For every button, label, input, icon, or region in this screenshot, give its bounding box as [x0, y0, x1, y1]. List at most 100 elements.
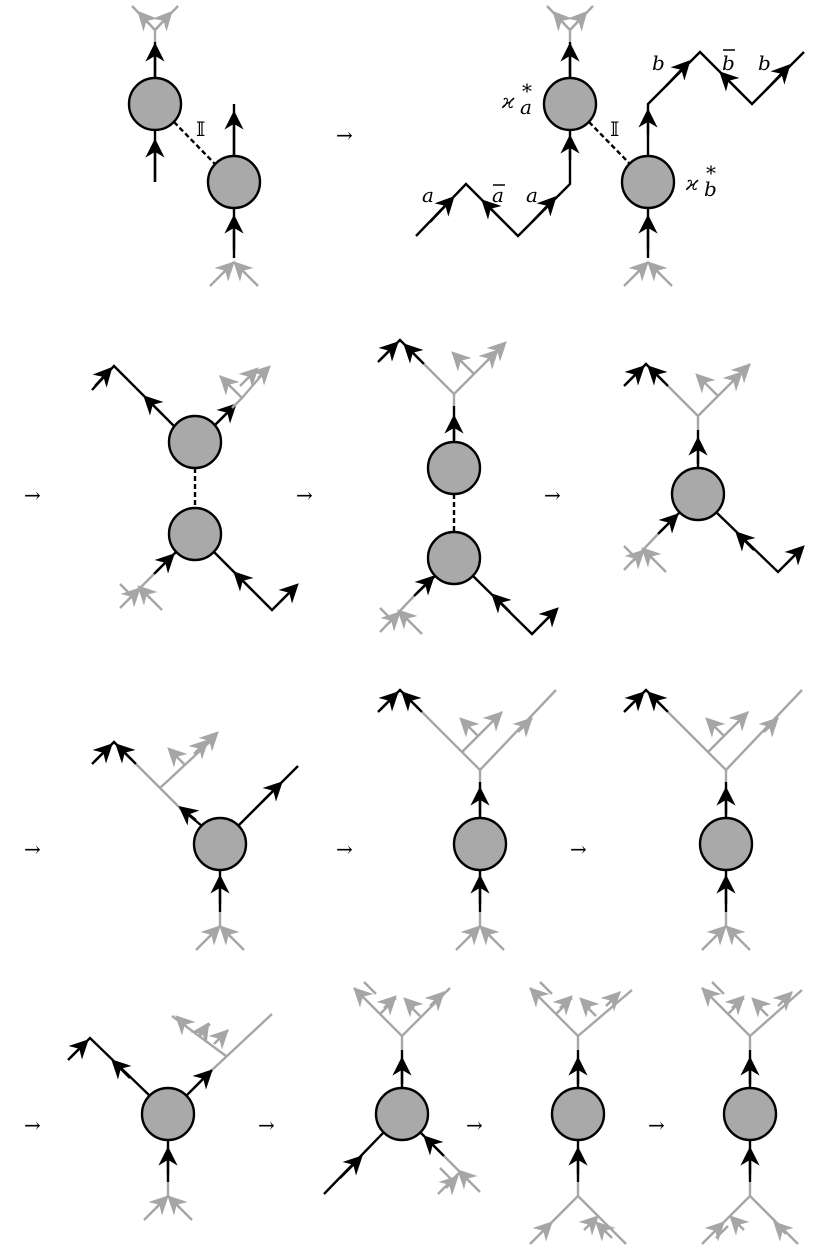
diagram-10 [323, 981, 481, 1196]
grey-arrow [120, 587, 141, 608]
grey-arrow [773, 1221, 794, 1242]
arrow [233, 571, 254, 592]
grey-arrow [529, 987, 550, 1008]
identity-label: 𝕀 [196, 117, 205, 141]
grey-arrow [190, 1022, 210, 1044]
grey-arrow [198, 731, 219, 752]
vertex [722, 1086, 778, 1142]
vertex [670, 466, 726, 522]
diagram-12 [701, 981, 803, 1245]
grey-arrow [438, 1175, 459, 1196]
arrow-right-2: → [24, 483, 41, 507]
arrow-right-5: → [24, 837, 41, 861]
vertex [452, 816, 508, 872]
grey-arrow [552, 10, 573, 32]
grey-leg [455, 912, 505, 951]
grey-leg [131, 5, 179, 42]
grey-arrow [701, 987, 722, 1008]
diagram-11 [529, 981, 633, 1245]
diagram-7 [377, 688, 557, 951]
edge [623, 688, 669, 713]
grey-leg [701, 912, 751, 951]
grey-leg [529, 981, 633, 1050]
grey-arrow [219, 375, 240, 396]
arrow [647, 691, 668, 712]
arrow [154, 553, 175, 574]
grey-leg [119, 573, 163, 611]
grey-arrow [641, 547, 662, 568]
diagram-8 [623, 688, 803, 951]
grey-arrow [451, 351, 472, 372]
grey-leg [423, 343, 505, 406]
arrow [261, 781, 283, 803]
arrow-right-7: → [570, 837, 587, 861]
arrow [378, 691, 399, 712]
arrow [339, 1155, 363, 1179]
arrow-right-9: → [258, 1113, 275, 1137]
grey-arrow [512, 717, 533, 738]
grey-arrow [751, 997, 772, 1018]
edge [377, 688, 423, 713]
grey-arrow [628, 261, 649, 282]
grey-arrow [424, 991, 445, 1012]
label-a-1: a [422, 183, 434, 207]
arrow [658, 513, 679, 534]
grey-arrow [460, 925, 481, 946]
arrow [423, 1135, 444, 1156]
edge [623, 362, 669, 387]
grey-leg [701, 1182, 799, 1245]
arrow [143, 395, 164, 416]
grey-arrow [137, 585, 158, 606]
grey-arrow [238, 367, 259, 388]
label-kappa-a-sub: a [520, 95, 532, 119]
grey-arrow [457, 1169, 478, 1190]
arrow [403, 343, 424, 364]
grey-arrow [772, 991, 793, 1012]
label-b-1: b [652, 51, 665, 75]
grey-arrow [704, 1221, 725, 1242]
arrow [111, 1059, 132, 1080]
grey-arrow [219, 925, 240, 946]
vertex [206, 154, 262, 210]
grey-arrow [250, 365, 271, 386]
edge [213, 551, 297, 612]
vertex [167, 414, 223, 470]
grey-arrow [233, 261, 254, 282]
grey-arrow [624, 549, 645, 570]
arrow [115, 743, 136, 764]
grey-arrow [758, 717, 779, 738]
grey-arrow [486, 341, 507, 362]
grey-leg [143, 1182, 193, 1221]
arrow [401, 691, 422, 712]
grey-leg [701, 981, 803, 1050]
arrow-right-1: → [336, 123, 353, 147]
label-kappa-b-star: * [706, 161, 716, 185]
arrow [719, 71, 741, 93]
grey-leg [421, 689, 557, 782]
identity-label: 𝕀 [610, 117, 619, 141]
grey-leg [195, 912, 245, 951]
vertex [426, 530, 482, 586]
grey-arrow [728, 711, 749, 732]
grey-arrow [695, 373, 716, 394]
grey-leg [667, 689, 803, 782]
grey-arrow [376, 995, 397, 1016]
grey-leg [667, 363, 751, 430]
grey-arrow [353, 987, 374, 1008]
grey-arrow [579, 997, 600, 1018]
grey-leg [379, 595, 423, 635]
grey-arrow [600, 991, 621, 1012]
arrow [481, 199, 503, 221]
label-kappa-a-star: * [522, 79, 532, 103]
grey-leg [546, 5, 594, 42]
arrow [192, 1069, 213, 1090]
grey-arrow [729, 1215, 750, 1236]
label-b-2: b [758, 51, 771, 75]
grey-arrow [532, 1221, 553, 1242]
grey-arrow [552, 995, 573, 1016]
grey-arrow [214, 261, 235, 282]
arrow [624, 691, 645, 712]
arrow [735, 531, 756, 552]
arrow [92, 743, 113, 764]
